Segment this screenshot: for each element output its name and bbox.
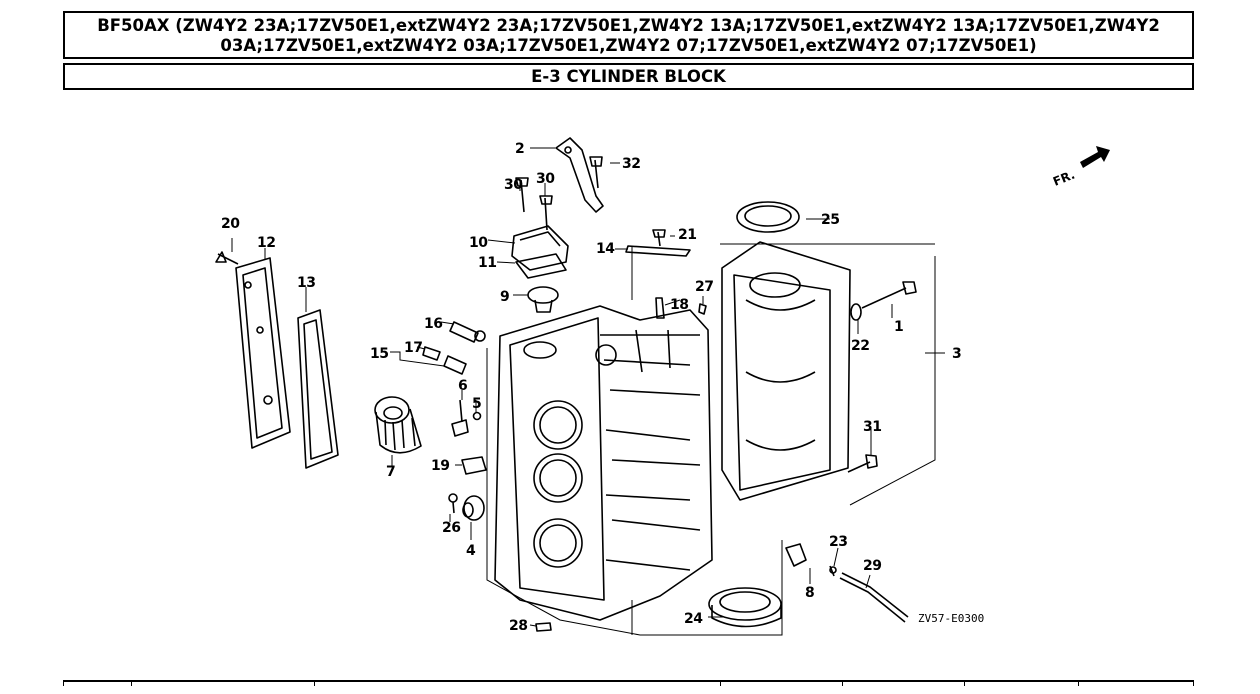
table-column-edge [314,680,720,686]
callout-18[interactable]: 18 [670,297,689,313]
callout-30-a[interactable]: 30 [504,177,524,193]
callout-3[interactable]: 3 [952,346,962,362]
callout-12[interactable]: 12 [257,235,276,251]
part-5-plug[interactable] [472,411,482,421]
callout-11[interactable]: 11 [478,255,497,271]
part-drawings [215,137,917,632]
part-25-oil-seal[interactable] [736,201,800,233]
callout-9[interactable]: 9 [500,289,510,305]
callout-2[interactable]: 2 [515,141,525,157]
part-16-sensor[interactable] [449,321,486,343]
part-23-clip[interactable] [829,565,837,577]
part-4-collar[interactable] [462,495,485,521]
section-title-text: E-3 CYLINDER BLOCK [531,67,726,86]
callout-30-b[interactable]: 30 [536,171,556,187]
table-column-edge [131,680,314,686]
part-27-pin[interactable] [698,303,707,315]
drawing-code: ZV57-E0300 [918,612,984,625]
callout-20[interactable]: 20 [221,216,241,232]
part-30-bolt-b[interactable] [539,195,553,231]
front-arrow-icon [1080,146,1110,168]
part-2-bracket[interactable] [555,137,604,213]
callout-15[interactable]: 15 [370,346,389,362]
callout-7[interactable]: 7 [386,464,396,480]
part-13-gasket[interactable] [297,309,339,469]
part-9-thermostat[interactable] [527,286,559,313]
callout-8[interactable]: 8 [805,585,815,601]
callout-14[interactable]: 14 [596,241,616,257]
table-column-edge [63,680,131,686]
callout-24[interactable]: 24 [684,611,704,627]
part-cylinder-block[interactable] [494,305,713,621]
part-28-pin[interactable] [535,622,552,632]
part-8-drain-plug[interactable] [785,543,807,567]
leader-lines [231,147,945,636]
part-11-gasket[interactable] [515,253,567,279]
part-14-plate[interactable] [625,245,691,257]
callout-26[interactable]: 26 [442,520,461,536]
callout-labels: 1 2 3 4 5 6 7 8 9 10 11 12 13 14 15 16 1… [221,141,962,634]
callout-5[interactable]: 5 [472,396,482,412]
table-column-edge [1078,680,1194,686]
part-19-fitting[interactable] [461,456,487,475]
callout-10[interactable]: 10 [469,235,489,251]
part-18-fitting[interactable] [655,297,665,319]
callout-28[interactable]: 28 [509,618,528,634]
part-20-bolt[interactable] [215,251,239,265]
front-marker: FR. [1051,168,1077,189]
callout-16[interactable]: 16 [424,316,443,332]
callout-21[interactable]: 21 [678,227,697,243]
callout-22[interactable]: 22 [851,338,870,354]
part-22-washer[interactable] [850,303,862,321]
part-21-bolt[interactable] [652,229,666,247]
table-column-edge [720,680,842,686]
table-column-edge [964,680,1078,686]
callout-17[interactable]: 17 [404,340,423,356]
part-17-sender[interactable] [422,346,467,375]
part-26-bolt[interactable] [448,493,458,514]
part-31-bolt[interactable] [847,454,878,473]
model-title-text: BF50AX (ZW4Y2 23A;17ZV50E1,extZW4Y2 23A;… [97,16,1160,55]
callout-23[interactable]: 23 [829,534,848,550]
callout-27[interactable]: 27 [695,279,714,295]
part-12-cover[interactable] [235,257,291,449]
callout-19[interactable]: 19 [431,458,450,474]
section-title: E-3 CYLINDER BLOCK [63,63,1194,90]
part-10-thermostat-cover[interactable] [511,225,569,271]
part-32-bolt[interactable] [589,156,603,189]
part-24-oil-seal[interactable] [708,587,782,628]
part-1-bolt[interactable] [861,281,917,309]
callout-1[interactable]: 1 [894,319,904,335]
part-3-crankcase[interactable] [721,241,851,501]
model-title: BF50AX (ZW4Y2 23A;17ZV50E1,extZW4Y2 23A;… [63,11,1194,59]
callout-29[interactable]: 29 [863,558,882,574]
part-30-bolt-a[interactable] [515,177,529,213]
table-column-edge [842,680,964,686]
part-6-plug[interactable] [451,399,469,437]
callout-25[interactable]: 25 [821,212,840,228]
callout-13[interactable]: 13 [297,275,316,291]
callout-4[interactable]: 4 [466,543,477,559]
parts-table-header-edge [63,680,1194,686]
callout-31[interactable]: 31 [863,419,882,435]
part-29-hose[interactable] [839,572,909,623]
callout-32[interactable]: 32 [622,156,641,172]
callout-6[interactable]: 6 [458,378,468,394]
part-7-oil-filter[interactable] [374,396,422,454]
